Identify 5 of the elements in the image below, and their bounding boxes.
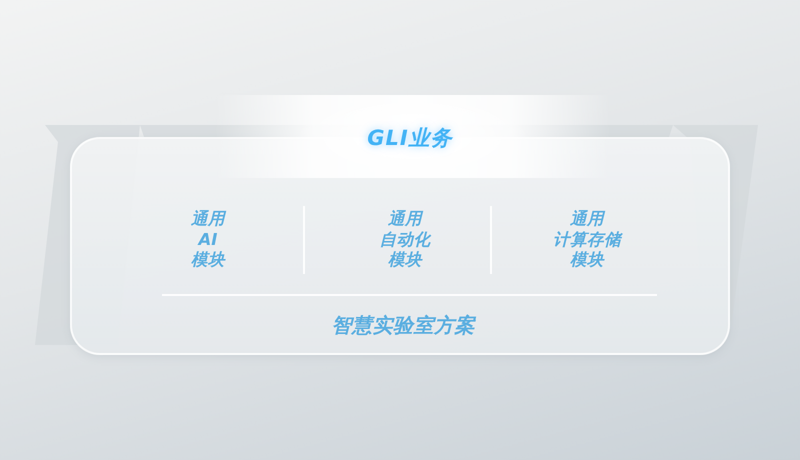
solution-label: 智慧实验室方案 [331, 312, 475, 338]
module-label: 通用计算存储模块 [553, 209, 621, 270]
module-label: 通用AI模块 [191, 209, 225, 270]
heading-text: GLI业务 [367, 125, 453, 151]
module-label: 通用自动化模块 [380, 209, 430, 270]
